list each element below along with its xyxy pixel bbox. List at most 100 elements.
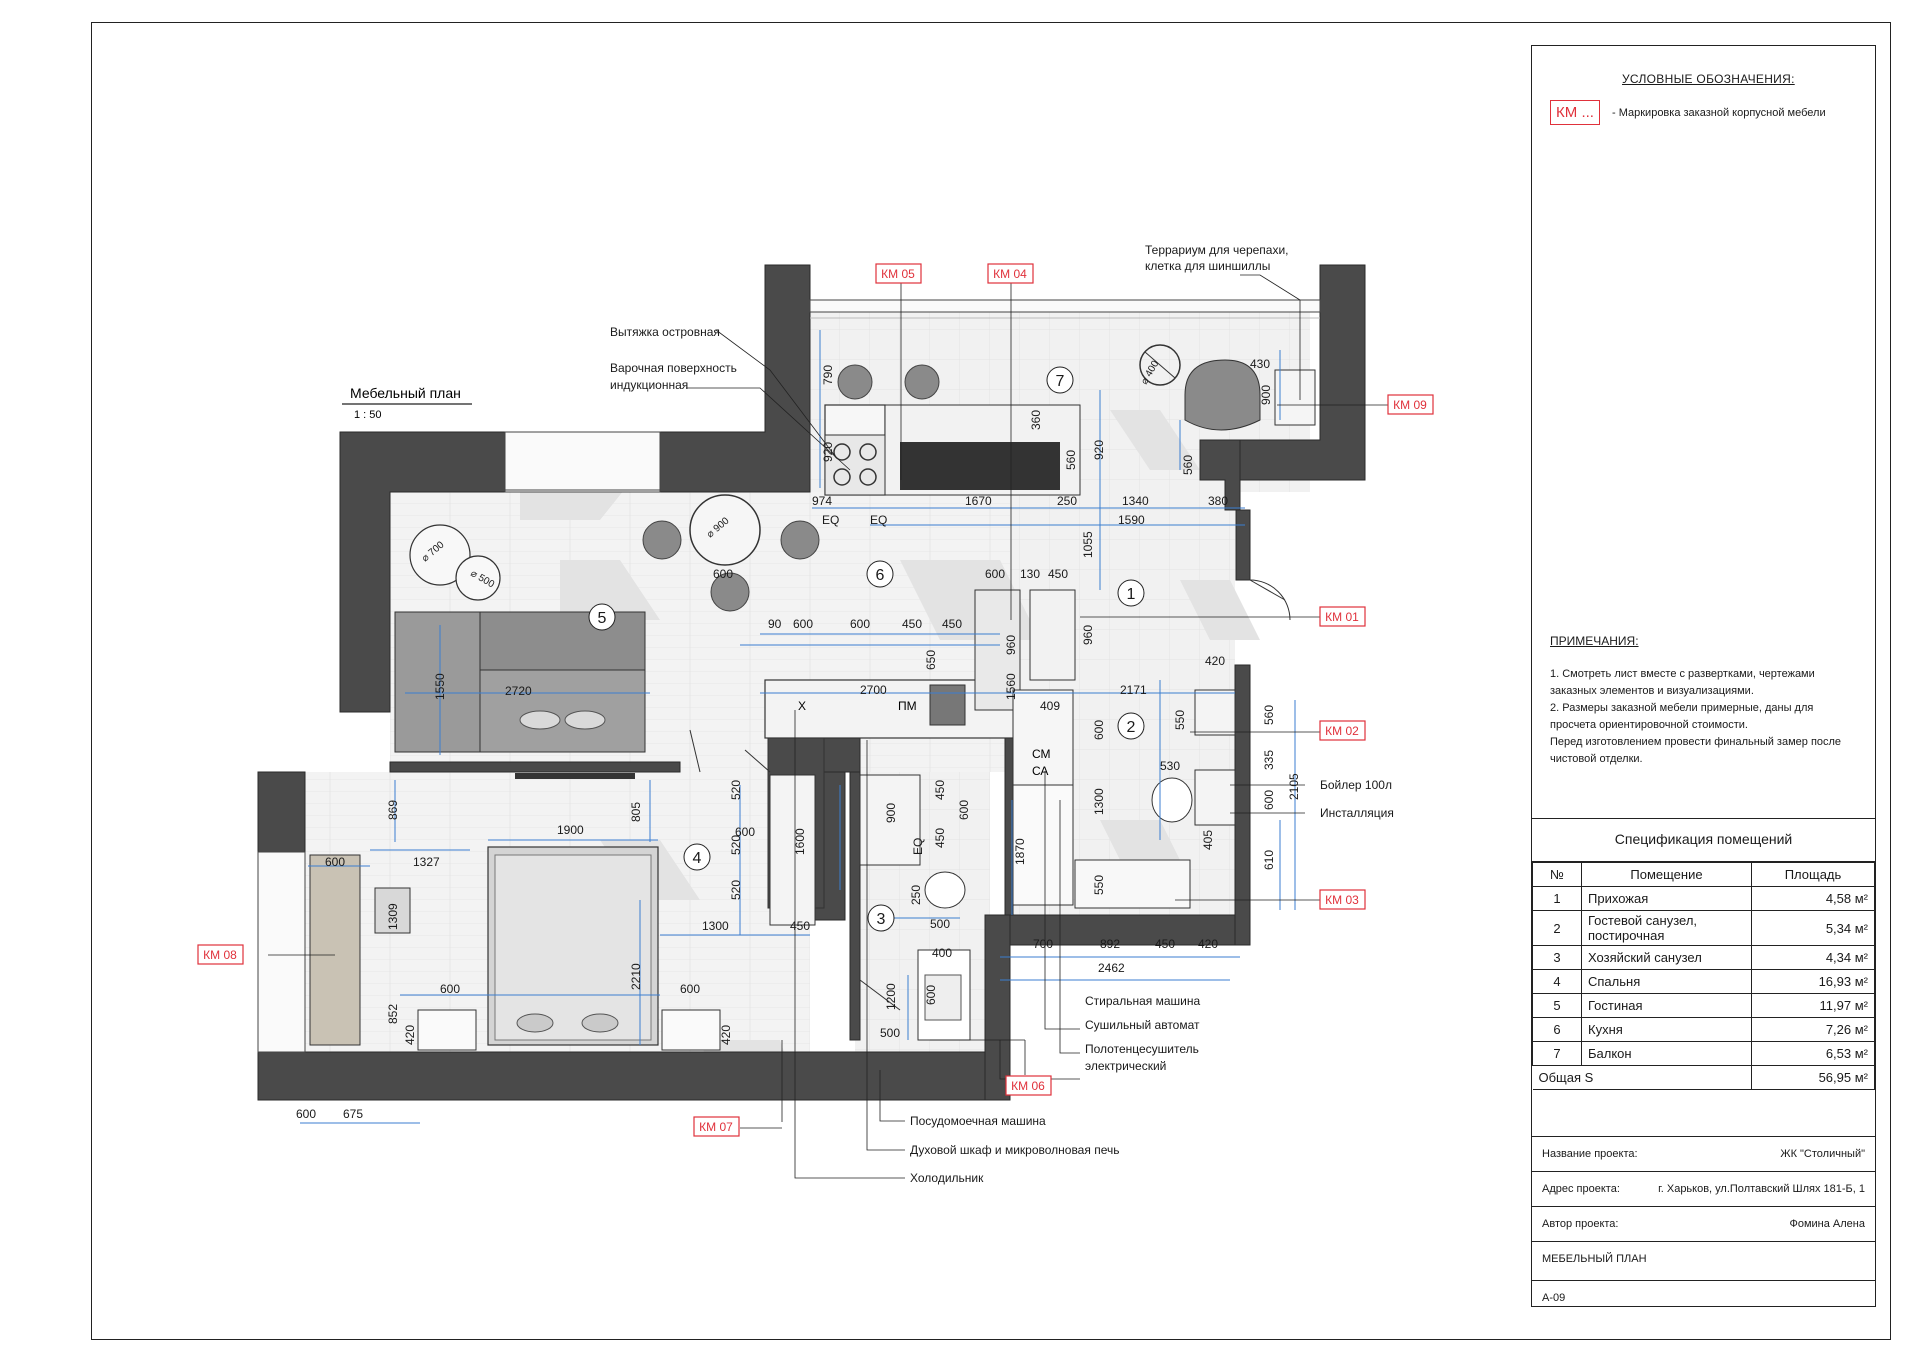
svg-text:790: 790	[821, 365, 835, 385]
svg-text:530: 530	[1160, 759, 1180, 773]
balcony-armchair	[1184, 359, 1261, 431]
spec-row: 5 Гостиная 11,97 м²	[1532, 993, 1875, 1018]
svg-text:960: 960	[1081, 625, 1095, 645]
svg-text:500: 500	[880, 1026, 900, 1040]
svg-text:1900: 1900	[557, 823, 584, 837]
svg-text:450: 450	[942, 617, 962, 631]
spec-row: 7 Балкон 6,53 м²	[1532, 1041, 1875, 1066]
coffee-table-700	[409, 524, 471, 586]
notes-title: ПРИМЕЧАНИЯ:	[1550, 634, 1639, 648]
svg-text:430: 430	[1250, 357, 1270, 371]
dining-chairs	[642, 520, 820, 612]
svg-text:600: 600	[850, 617, 870, 631]
spec-row: 4 Спальня 16,93 м²	[1532, 969, 1875, 994]
spec-total-label: Общая S	[1532, 1065, 1752, 1090]
svg-text:Посудомоечная машина: Посудомоечная машина	[910, 1114, 1046, 1128]
tag-cm: СМ	[1032, 747, 1051, 761]
meta-author: Автор проекта: Фомина Алена	[1532, 1207, 1875, 1242]
svg-text:600: 600	[793, 617, 813, 631]
svg-text:920: 920	[1092, 440, 1106, 460]
svg-text:2720: 2720	[505, 684, 532, 698]
meta-sheet-code: А-09	[1542, 1292, 1566, 1304]
svg-text:1300: 1300	[1092, 788, 1106, 815]
svg-text:560: 560	[1181, 455, 1195, 475]
svg-text:КМ 02: КМ 02	[1325, 724, 1359, 738]
svg-text:6: 6	[876, 567, 885, 584]
svg-text:650: 650	[924, 650, 938, 670]
master-toilet	[924, 871, 966, 909]
svg-text:550: 550	[1173, 710, 1187, 730]
svg-text:1550: 1550	[433, 673, 447, 700]
svg-text:1340: 1340	[1122, 494, 1149, 508]
svg-text:КМ 05: КМ 05	[881, 267, 915, 281]
sofa	[394, 611, 646, 753]
svg-text:420: 420	[719, 1025, 733, 1045]
kitchen-cabinets	[764, 679, 1016, 739]
svg-text:КМ 08: КМ 08	[203, 948, 237, 962]
svg-text:450: 450	[790, 919, 810, 933]
svg-text:250: 250	[909, 885, 923, 905]
spec-table: № Помещение Площадь 1 Прихожая 4,58 м² 2…	[1532, 862, 1875, 1090]
svg-text:7: 7	[1056, 373, 1065, 390]
spec-col-area: Площадь	[1751, 862, 1875, 887]
bed	[487, 846, 659, 1046]
svg-text:1309: 1309	[386, 903, 400, 930]
svg-text:КМ 01: КМ 01	[1325, 610, 1359, 624]
nightstand-right	[661, 1009, 721, 1051]
svg-text:600: 600	[325, 855, 345, 869]
dining-table	[689, 494, 761, 566]
title-block: Название проекта: ЖК "Столичный" Адрес п…	[1532, 1136, 1875, 1315]
meta-project: Название проекта: ЖК "Столичный"	[1532, 1137, 1875, 1172]
plan-title: Мебельный план	[350, 385, 461, 401]
guest-toilet	[1151, 777, 1193, 823]
svg-text:500: 500	[930, 917, 950, 931]
legend-title: УСЛОВНЫЕ ОБОЗНАЧЕНИЯ:	[1622, 72, 1795, 86]
guest-cabinet	[1074, 859, 1191, 909]
svg-text:600: 600	[957, 800, 971, 820]
svg-text:600: 600	[440, 982, 460, 996]
svg-text:клетка для шиншиллы: клетка для шиншиллы	[1145, 259, 1270, 273]
dimension-texts: 974 1670 250 1340 1590 380 430 600 600 1…	[296, 357, 1270, 1121]
svg-text:электрический: электрический	[1085, 1059, 1166, 1073]
svg-text:2210: 2210	[629, 963, 643, 990]
svg-text:380: 380	[1208, 494, 1228, 508]
desk	[309, 854, 361, 1046]
svg-text:400: 400	[932, 946, 952, 960]
dimension-lines	[300, 330, 1296, 1124]
svg-text:869: 869	[386, 800, 400, 820]
svg-text:Полотенцесушитель: Полотенцесушитель	[1085, 1042, 1199, 1056]
svg-text:4: 4	[693, 850, 702, 867]
bar-stools	[837, 364, 940, 400]
svg-text:600: 600	[713, 567, 733, 581]
svg-text:405: 405	[1201, 830, 1215, 850]
vertical-dimension-texts: 790 920 360 560 920 560 900 1055 960 156…	[386, 365, 1301, 1045]
svg-text:Холодильник: Холодильник	[910, 1171, 984, 1185]
spec-header-row: № Помещение Площадь	[1532, 862, 1875, 887]
svg-text:520: 520	[729, 780, 743, 800]
svg-text:КМ 07: КМ 07	[699, 1120, 733, 1134]
kitchen-island-top	[900, 442, 1060, 490]
svg-text:450: 450	[1048, 567, 1068, 581]
room-numbers: 1 2 3 4 5 6 7	[588, 366, 1145, 932]
spec-row: 2 Гостевой санузел, постирочная 5,34 м²	[1532, 910, 1875, 946]
svg-text:2462: 2462	[1098, 961, 1125, 975]
washer-dryer-column	[1012, 689, 1074, 786]
svg-text:450: 450	[902, 617, 922, 631]
svg-text:Сушильный автомат: Сушильный автомат	[1085, 1018, 1200, 1032]
svg-text:2: 2	[1127, 719, 1136, 736]
induction-hob	[824, 434, 886, 496]
legend-text: - Маркировка заказной корпусной мебели	[1612, 107, 1826, 119]
guest-sink	[1194, 689, 1236, 736]
svg-text:250: 250	[1057, 494, 1077, 508]
spec-row: 1 Прихожая 4,58 м²	[1532, 886, 1875, 911]
svg-text:1600: 1600	[793, 828, 807, 855]
notes-text: 1. Смотреть лист вместе с развертками, ч…	[1550, 668, 1842, 765]
svg-text:560: 560	[1064, 450, 1078, 470]
svg-text:450: 450	[933, 828, 947, 848]
svg-text:420: 420	[1198, 937, 1218, 951]
bath-cabinet	[859, 774, 921, 866]
svg-text:Вытяжка островная: Вытяжка островная	[610, 325, 720, 339]
windows	[257, 299, 1321, 1053]
meta-sheet-name: МЕБЕЛЬНЫЙ ПЛАН	[1532, 1242, 1875, 1281]
svg-text:805: 805	[629, 802, 643, 822]
